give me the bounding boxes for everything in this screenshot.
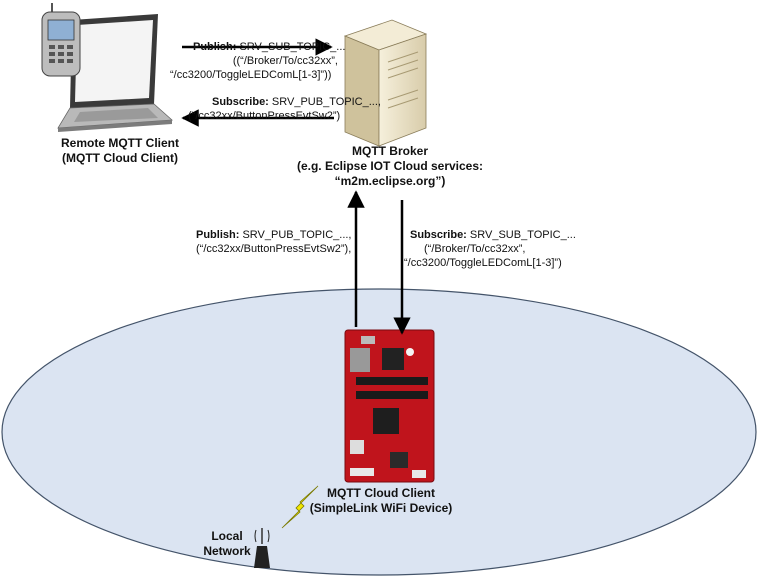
broker-title: MQTT Broker [351,144,428,158]
local-network-line2: Network [203,544,251,558]
remote-client-subtitle: (MQTT Cloud Client) [62,151,178,165]
device-subscribe-line3: “/cc3200/ToggleLEDComL[1-3]”) [404,257,562,269]
client-publish-keyword: Publish: [193,41,237,53]
device-publish-text: SRV_PUB_TOPIC_..., [242,229,352,241]
client-publish-line2: ((“/Broker/To/cc32xx”, [232,55,338,67]
broker-subtitle: (e.g. Eclipse IOT Cloud services: [296,159,484,173]
laptop-icon [57,14,173,132]
phone-icon [41,3,81,77]
device-publish-line2: (“/cc32xx/ButtonPressEvtSw2”), [196,243,352,255]
device-subscribe-label: Subscribe: SRV_SUB_TOPIC_... [410,229,576,242]
remote-client-label: Remote MQTT Client (MQTT Cloud Client) [40,136,200,166]
lightning-icon [281,485,319,529]
client-publish-text: SRV_SUB_TOPIC_... [239,41,346,53]
device-publish-keyword: Publish: [196,229,240,241]
client-publish-label: Publish: SRV_SUB_TOPIC_... [193,41,345,54]
local-network-line1: Local [211,529,243,543]
device-subscribe-keyword: Subscribe: [410,229,467,241]
device-subtitle: (SimpleLink WiFi Device) [309,501,453,515]
client-publish-line3: “/cc3200/ToggleLEDComL[1-3]”)) [170,69,332,81]
remote-client-title: Remote MQTT Client [60,136,179,150]
server-icon [343,19,428,147]
device-title: MQTT Cloud Client [327,486,435,500]
device-subscribe-line2: (“/Broker/To/cc32xx”, [424,243,526,255]
broker-label: MQTT Broker (e.g. Eclipse IOT Cloud serv… [270,144,510,189]
device-publish-label: Publish: SRV_PUB_TOPIC_..., [196,229,352,242]
local-network-label: Local Network [197,529,257,559]
client-subscribe-label: Subscribe: SRV_PUB_TOPIC_..., [212,96,381,109]
antenna-icon [254,528,270,568]
board-icon [344,329,435,483]
client-subscribe-line2: (“/cc32xx/ButtonPressEvtSw2”) [188,110,341,122]
client-subscribe-text: SRV_PUB_TOPIC_..., [271,96,381,108]
broker-host: “m2m.eclipse.org”) [334,174,446,188]
device-label: MQTT Cloud Client (SimpleLink WiFi Devic… [286,486,476,516]
device-subscribe-text: SRV_SUB_TOPIC_... [469,229,576,241]
client-subscribe-keyword: Subscribe: [212,96,269,108]
